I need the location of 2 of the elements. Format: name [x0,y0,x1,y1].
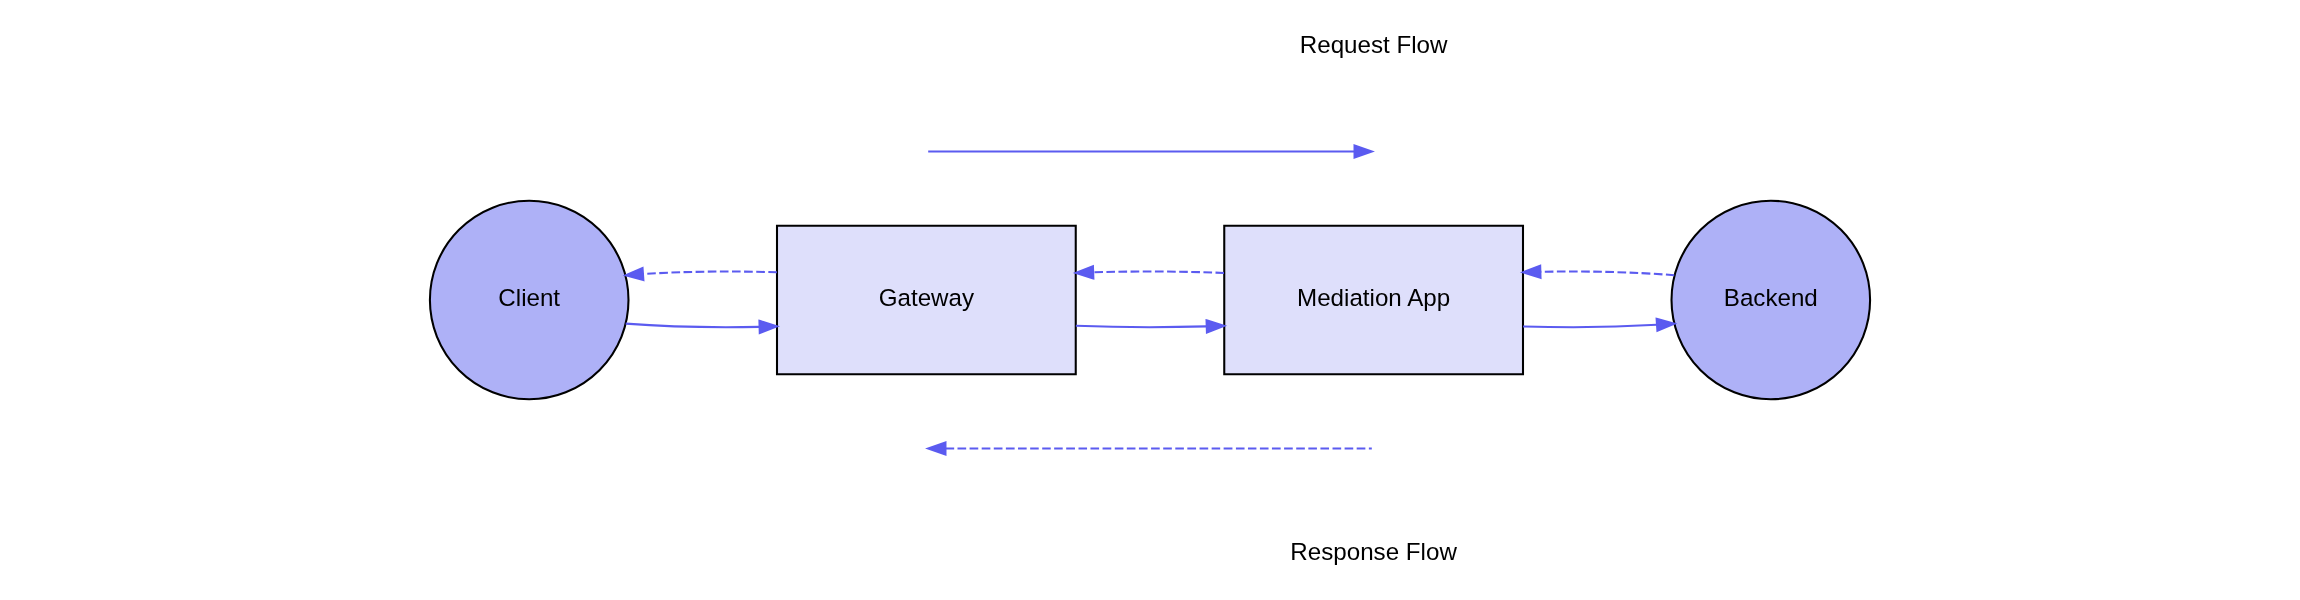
legend-label: Request Flow [1299,30,1448,58]
legend-label: Response Flow [1290,538,1457,566]
